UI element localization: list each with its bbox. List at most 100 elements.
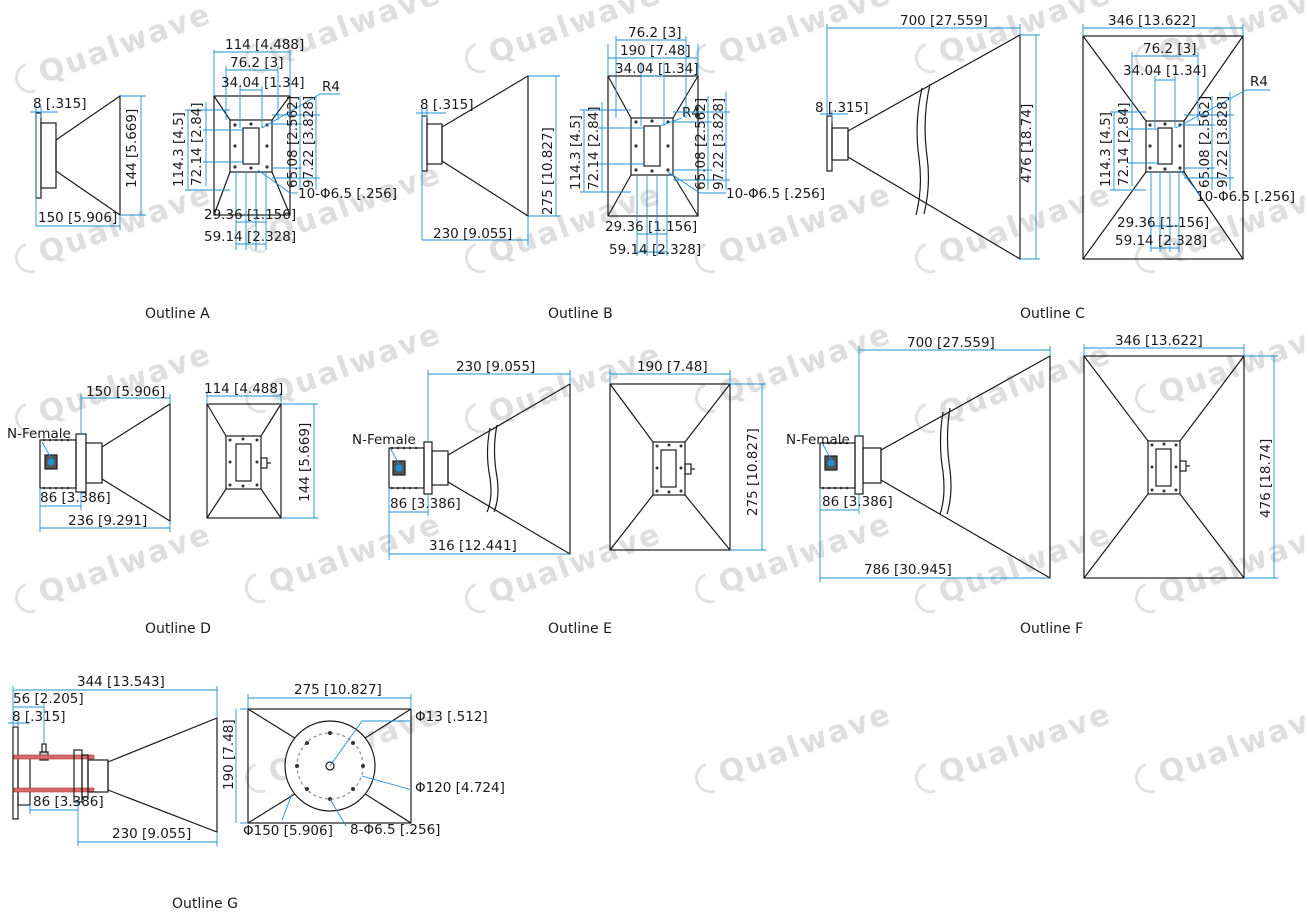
outline-f: N-Female 700 [27.559] 86 [3.386] 786 [30… [786,333,1278,637]
outline-f-front-view: 346 [13.622] 476 [18.74] [1083,333,1278,579]
watermark-logo-icon [1134,243,1156,274]
dim-a-h72: 72.14 [2.84] [189,102,205,186]
watermark-logo-icon [1134,383,1156,414]
dim-g-pcd: Φ120 [4.724] [415,780,505,796]
dim-g-hole13: Φ13 [.512] [415,709,488,725]
watermark-text: Qualwave [714,0,896,71]
dim-b-width: 190 [7.48] [620,43,691,59]
dim-c-flange: 8 [.315] [815,100,868,116]
label-f-connector: N-Female [786,432,850,448]
outline-c: 700 [27.559] 8 [.315] 476 [18.74] 346 [1… [815,13,1295,322]
outline-e-side-view: N-Female 230 [9.055] 86 [3.386] 316 [12.… [352,359,571,560]
dim-a-flange: 8 [.315] [33,96,86,112]
dim-a-h65: 65.08 [2.562] [285,96,301,188]
watermark: Qualwave [244,506,446,604]
watermark-logo-icon [914,243,936,274]
outline-b: 8 [.315] 275 [10.827] 230 [9.055] 76.2 [… [416,25,825,322]
dim-a-height: 144 [5.669] [124,109,140,188]
dim-c-w34: 34.04 [1.34] [1123,63,1207,79]
watermark-logo-icon [14,583,36,614]
dim-d-horn: 150 [5.906] [86,384,165,400]
caption-outline-e: Outline E [548,621,612,637]
watermark-logo-icon [1134,583,1156,614]
watermark-logo-icon [464,243,486,274]
dim-g-d56: 56 [2.205] [13,691,84,707]
outline-f-side-view: N-Female 700 [27.559] 86 [3.386] 786 [30… [786,335,1051,582]
watermark-logo-icon [464,403,486,434]
outline-a-side-view: 8 [.315] 144 [5.669] 150 [5.906] [30,94,146,230]
watermark: Qualwave [1134,696,1308,794]
dim-f-height: 476 [18.74] [1258,439,1274,518]
dim-a-b29: 29.36 [1.156] [204,207,296,223]
caption-outline-c: Outline C [1020,306,1085,322]
watermark: Qualwave [1134,516,1308,614]
watermark-text: Qualwave [714,506,896,601]
watermark-logo-icon [694,573,716,604]
dim-g-flange: 8 [.315] [12,709,65,725]
dim-a-b59: 59.14 [2.328] [204,229,296,245]
watermark-logo-icon [244,223,266,254]
dim-c-radius: R4 [1250,74,1268,90]
watermark-logo-icon [464,43,486,74]
dim-b-h97: 97.22 [3.828] [711,98,727,190]
dim-g-holes: 8-Φ6.5 [.256] [350,822,440,838]
outline-g-front-view: 275 [10.827] 190 [7.48] Φ13 [.512] Φ120 … [221,682,505,839]
outline-e: N-Female 230 [9.055] 86 [3.386] 316 [12.… [352,359,766,637]
dim-a-length: 150 [5.906] [38,210,117,226]
watermark-logo-icon [914,763,936,794]
watermark-logo-icon [694,763,716,794]
watermark-text: Qualwave [1154,316,1308,411]
watermark: Qualwave [694,316,896,414]
dim-b-h65: 65.08 [2.562] [693,98,709,190]
watermark-logo-icon [244,383,266,414]
outline-a: 8 [.315] 144 [5.669] 150 [5.906] 114 [4.… [30,37,397,322]
dim-a-h97: 97.22 [3.828] [301,96,317,188]
dim-c-h65: 65.08 [2.562] [1197,96,1213,188]
watermark: Qualwave [14,176,216,274]
watermark-text: Qualwave [264,0,446,71]
dim-c-b29: 29.36 [1.156] [1117,215,1209,231]
watermark-text: Qualwave [1154,696,1308,791]
dim-a-w34: 34.04 [1.34] [221,75,305,91]
dim-a-width: 114 [4.488] [225,37,304,53]
watermark-logo-icon [14,243,36,274]
dim-c-h97: 97.22 [3.828] [1215,96,1231,188]
dim-a-w76: 76.2 [3] [230,55,283,71]
watermark: Qualwave [14,516,216,614]
dim-b-w76: 76.2 [3] [628,25,681,41]
outline-d-side-view: N-Female 150 [5.906] 86 [3.386] 236 [9.2… [7,384,171,532]
watermark-logo-icon [914,43,936,74]
dim-d-width: 114 [4.488] [204,381,283,397]
dim-d-total: 236 [9.291] [68,513,147,529]
watermark-logo-icon [914,583,936,614]
outline-b-front-view: 76.2 [3] 190 [7.48] 34.04 [1.34] R4 114.… [568,25,825,258]
dim-e-adapter: 86 [3.386] [390,496,461,512]
watermark: Qualwave [694,506,896,604]
dim-c-length: 700 [27.559] [900,13,988,29]
dim-e-total: 316 [12.441] [429,538,517,554]
watermark-logo-icon [1134,43,1156,74]
watermark: Qualwave [914,176,1116,274]
watermark-logo-icon [14,63,36,94]
watermark-logo-icon [14,403,36,434]
dim-b-radius: R4 [682,105,700,121]
dim-g-total: 344 [13.543] [77,674,165,690]
dim-g-adapter: 86 [3.386] [33,794,104,810]
dim-g-height: 190 [7.48] [221,719,237,790]
watermark: Qualwave [464,516,666,614]
watermark: Qualwave [1134,316,1308,414]
dim-b-length: 230 [9.055] [433,226,512,242]
outline-g: 344 [13.543] 56 [2.205] 8 [.315] 86 [3.3… [8,674,505,912]
dim-b-flange: 8 [.315] [420,97,473,113]
watermark-text: Qualwave [34,0,216,91]
dim-c-h72: 72.14 [2.84] [1116,102,1132,186]
dim-b-height: 275 [10.827] [540,127,556,215]
watermark-text: Qualwave [264,316,446,411]
label-e-connector: N-Female [352,432,416,448]
dim-c-width: 346 [13.622] [1108,13,1196,29]
watermark-logo-icon [464,583,486,614]
outline-e-front-view: 190 [7.48] 275 [10.827] [609,359,766,551]
caption-outline-g: Outline G [172,896,238,912]
dim-b-h72: 72.14 [2.84] [586,106,602,190]
